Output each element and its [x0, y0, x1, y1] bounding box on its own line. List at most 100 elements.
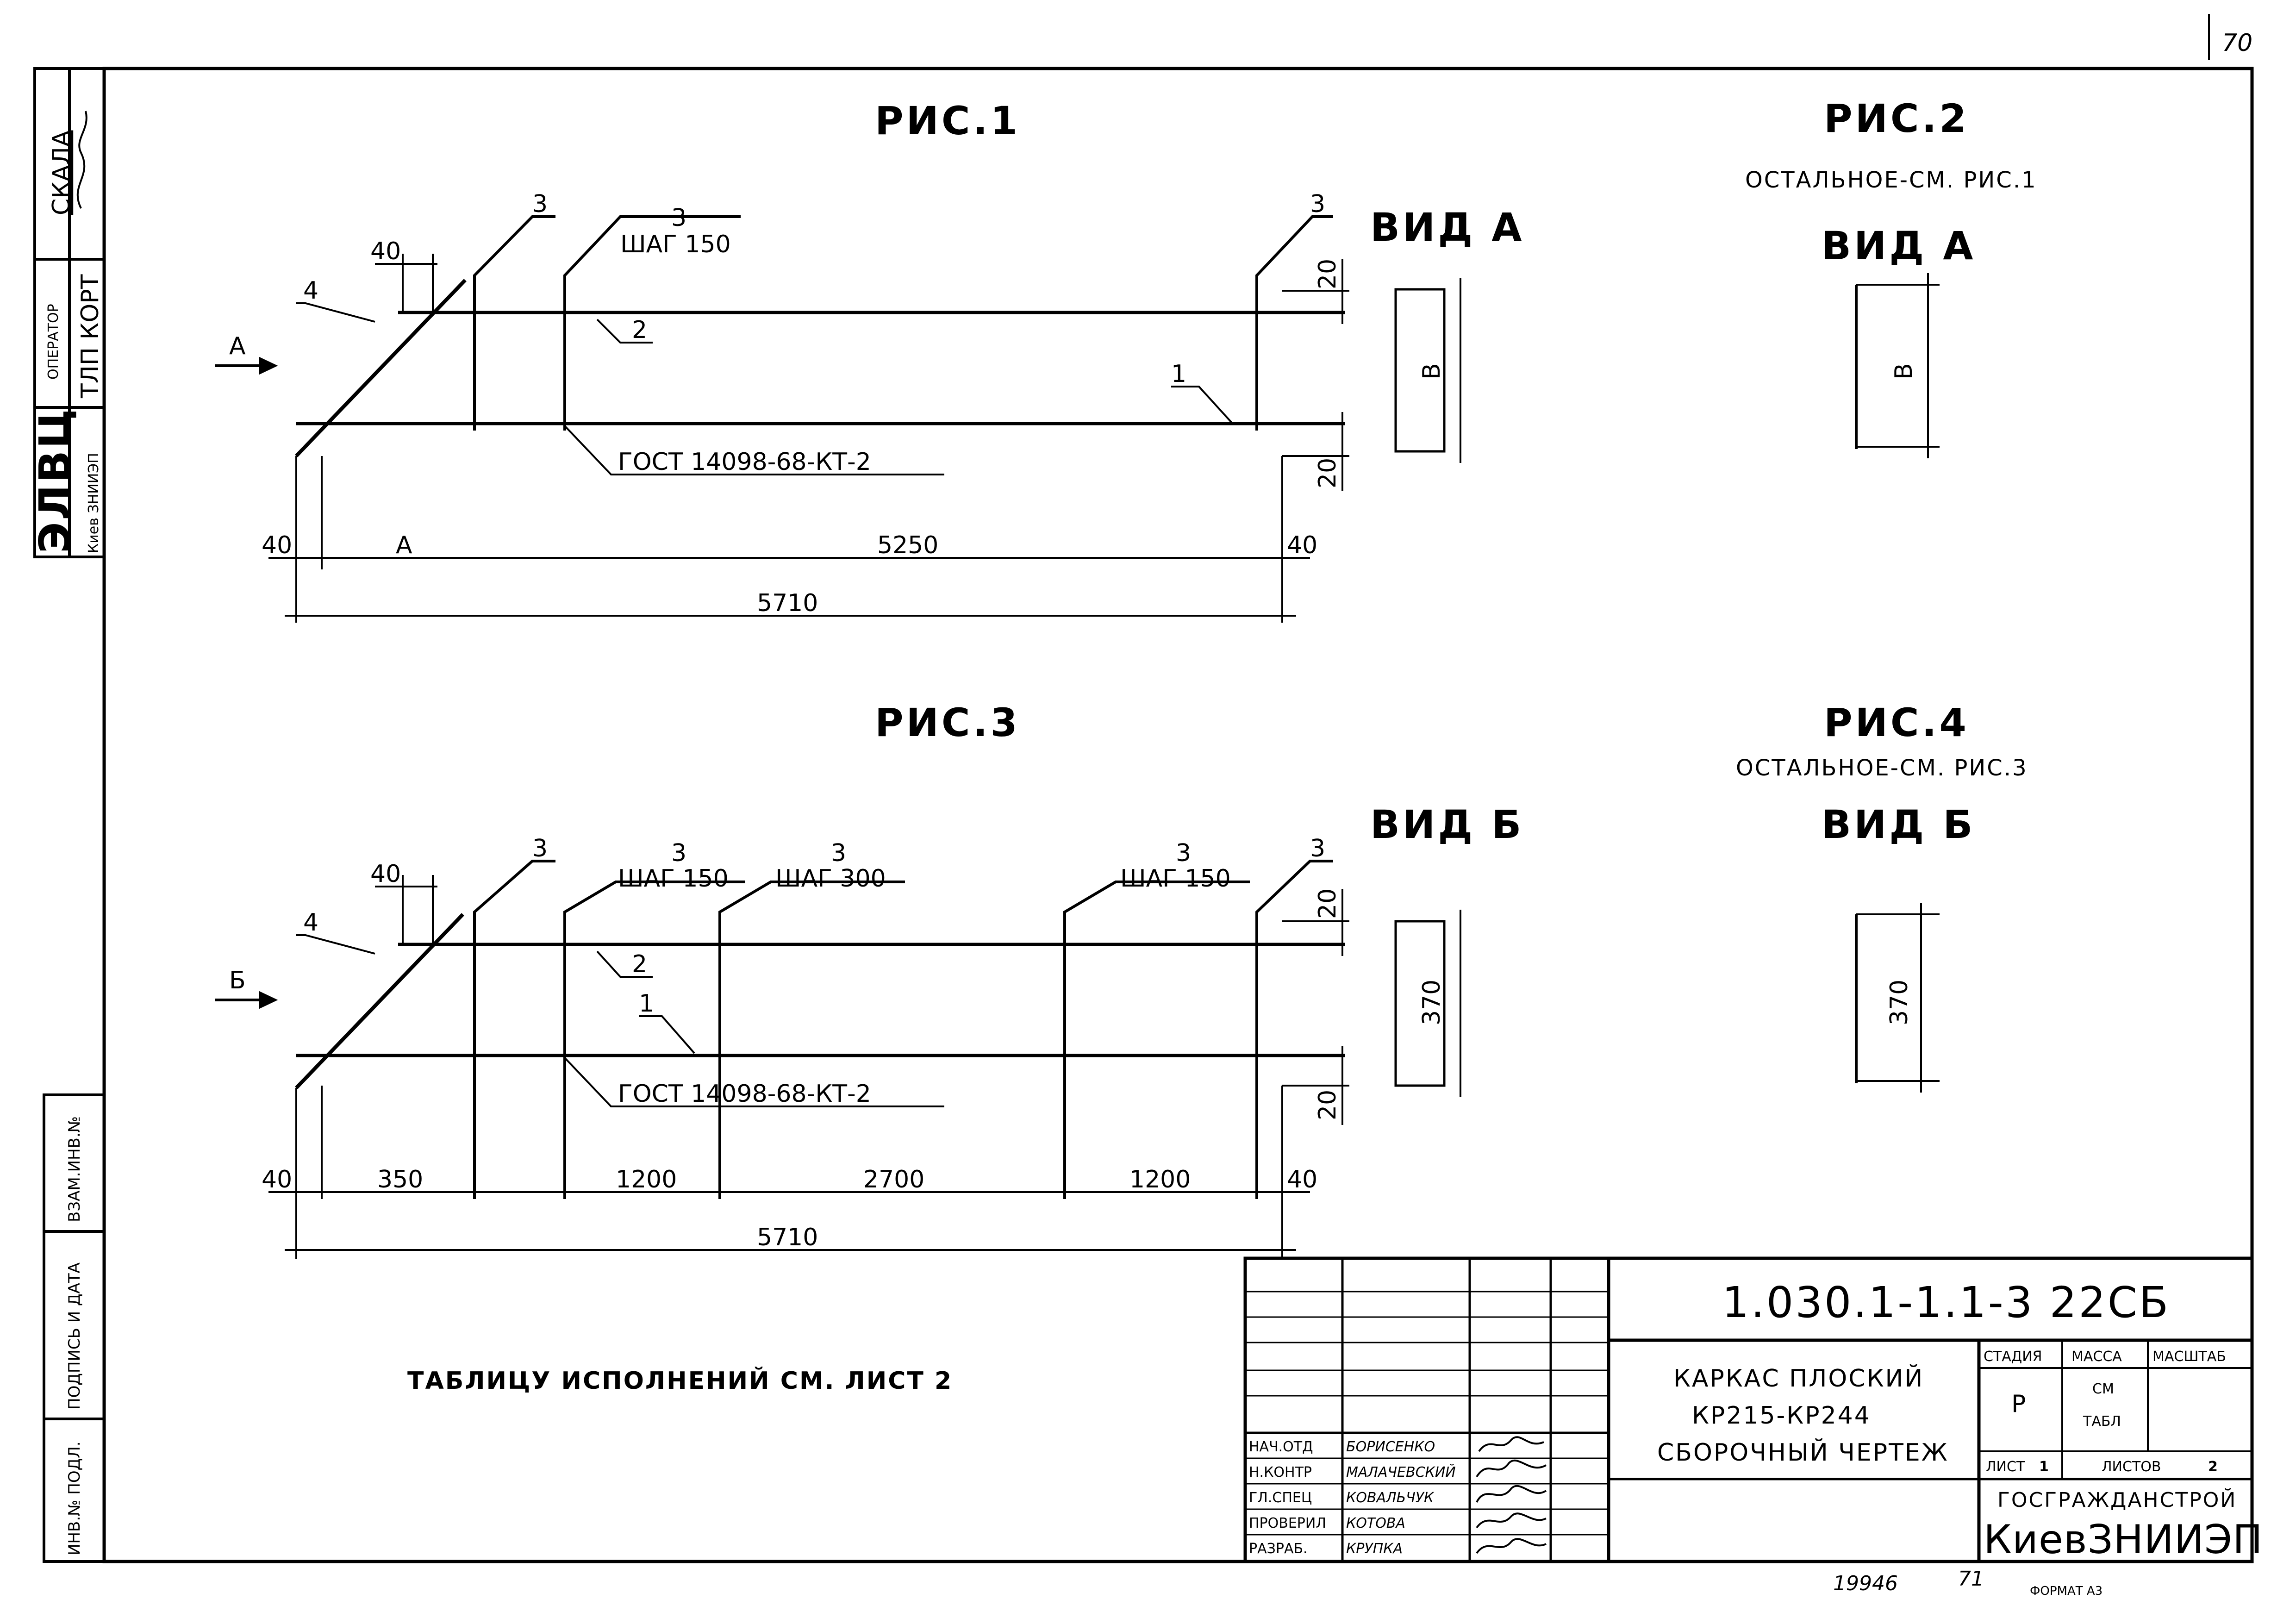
- title-massa-line1: СМ: [2092, 1381, 2114, 1397]
- side-org-sub: Киев ЗНИИЭП: [86, 453, 102, 553]
- fig3-view-label: ВИД Б: [1370, 802, 1524, 847]
- role-label: НАЧ.ОТД: [1249, 1439, 1313, 1455]
- side-operator-caption: ОПЕРАТОР: [45, 304, 62, 380]
- title-listov: 2: [2208, 1459, 2218, 1475]
- fig4-view-dim: 370: [1885, 980, 1913, 1025]
- role-name: МАЛАЧЕВСКИЙ: [1346, 1464, 1456, 1480]
- fig1-pos-3b: 3: [671, 204, 686, 232]
- fig1-pos-4: 4: [303, 277, 318, 305]
- fig3-dim-1200a: 1200: [616, 1166, 677, 1193]
- fig3-pitch-150a: ШАГ 150: [618, 865, 729, 893]
- role-name: КОТОВА: [1346, 1515, 1405, 1531]
- fig3-pos-3e: 3: [1310, 835, 1325, 862]
- fig4-view-label: ВИД Б: [1822, 802, 1975, 847]
- fig2-view-label: ВИД А: [1822, 223, 1976, 269]
- side-inv-podl: ИНВ.№ ПОДЛ.: [65, 1441, 84, 1555]
- fig1-pitch: ШАГ 150: [620, 231, 731, 258]
- fig3-drawing: [215, 860, 1461, 1259]
- signatures: [1476, 1436, 1547, 1554]
- fig1-view-dim: В: [1418, 363, 1446, 380]
- fig1-pos-3c: 3: [1310, 190, 1325, 218]
- title-massa-line2: ТАБЛ: [2083, 1413, 2121, 1430]
- title-name-line2: КР215-КР244: [1692, 1402, 1871, 1430]
- fig4-drawing: [1855, 903, 1940, 1093]
- fig2-drawing: [1855, 273, 1940, 458]
- fig1-dim-20-bot: 20: [1314, 458, 1341, 488]
- title-list-header: ЛИСТ: [1986, 1459, 2025, 1475]
- fig3-dim-40-top: 40: [370, 860, 401, 888]
- title-org2: КиевЗНИИЭП: [1984, 1517, 2263, 1563]
- side-operator: ТЛП КОРТ: [76, 274, 104, 399]
- side-org: ЭЛВЦ: [30, 407, 80, 553]
- title-org1: ГОСГРАЖДАНСТРОЙ: [1997, 1487, 2237, 1512]
- title-doc-code: 1.030.1-1.1-3 22СБ: [1722, 1278, 2170, 1327]
- fig2-view-dim: В: [1890, 363, 1918, 380]
- fig3-dim-2700: 2700: [863, 1166, 924, 1193]
- role-label: ПРОВЕРИЛ: [1249, 1515, 1326, 1531]
- side-podpis-data: ПОДПИСЬ И ДАТА: [65, 1262, 84, 1410]
- sheet-number: 71: [1958, 1567, 1984, 1591]
- role-label: Н.КОНТР: [1249, 1464, 1312, 1480]
- fig3-dim-40-left: 40: [262, 1166, 292, 1193]
- fig1-pos-3a: 3: [532, 190, 548, 218]
- fig4-title: РИС.4: [1824, 700, 1969, 745]
- title-massa-header: МАССА: [2071, 1349, 2122, 1365]
- side-stamp: [33, 67, 106, 1563]
- fig3-pos-1: 1: [639, 990, 654, 1018]
- fig1-dim-a: А: [396, 531, 412, 559]
- side-signature: [76, 111, 87, 209]
- title-list: 1: [2039, 1459, 2049, 1475]
- fig1-dim-20-top: 20: [1314, 259, 1341, 289]
- fig2-title: РИС.2: [1824, 96, 1969, 141]
- title-name-line1: КАРКАС ПЛОСКИЙ: [1673, 1364, 1924, 1393]
- role-name: КРУПКА: [1346, 1541, 1403, 1557]
- fig3-pitch-150b: ШАГ 150: [1120, 865, 1231, 893]
- fig1-title: РИС.1: [875, 98, 1020, 144]
- fig3-pos-3b: 3: [671, 839, 686, 867]
- title-listov-header: ЛИСТОВ: [2102, 1459, 2161, 1475]
- format-label: ФОРМАТ А3: [2030, 1584, 2103, 1598]
- fig3-pos-3c: 3: [831, 839, 846, 867]
- table-note: ТАБЛИЦУ ИСПОЛНЕНИЙ СМ. ЛИСТ 2: [407, 1367, 953, 1395]
- fig3-dim-20-bot: 20: [1314, 1090, 1341, 1120]
- side-skala: СКАЛА: [48, 130, 75, 215]
- fig3-pos-2: 2: [632, 950, 647, 978]
- role-name: КОВАЛЬЧУК: [1346, 1490, 1435, 1506]
- title-masshtab-header: МАСШТАБ: [2152, 1349, 2226, 1365]
- fig3-dim-40-right: 40: [1287, 1166, 1317, 1193]
- role-name: БОРИСЕНКО: [1346, 1439, 1435, 1455]
- title-stadia-header: СТАДИЯ: [1984, 1349, 2042, 1365]
- fig3-dim-total: 5710: [757, 1224, 818, 1251]
- fig1-dim-5250: 5250: [877, 531, 938, 559]
- fig3-dim-1200b: 1200: [1129, 1166, 1191, 1193]
- archive-number: 19946: [1833, 1572, 1898, 1595]
- fig3-dim-20-top: 20: [1314, 888, 1341, 919]
- fig3-gost: ГОСТ 14098-68-КТ-2: [618, 1080, 871, 1108]
- fig1-dim-40-top: 40: [370, 237, 401, 265]
- fig1-arrow-label: А: [229, 332, 246, 360]
- page-number: 70: [2222, 29, 2252, 57]
- fig1-gost: ГОСТ 14098-68-КТ-2: [618, 448, 871, 476]
- fig1-pos-2: 2: [632, 316, 647, 344]
- fig3-title: РИС.3: [875, 700, 1020, 745]
- role-label: ГЛ.СПЕЦ: [1249, 1490, 1312, 1506]
- fig3-arrow-label: Б: [229, 967, 246, 994]
- fig1-pos-1: 1: [1171, 360, 1186, 388]
- fig3-pos-4: 4: [303, 909, 318, 937]
- title-block-lines: [1243, 1256, 2254, 1563]
- fig2-note: ОСТАЛЬНОЕ-СМ. РИС.1: [1745, 167, 2037, 193]
- side-vzam-inv: ВЗАМ.ИНВ.№: [65, 1116, 84, 1222]
- title-name-line3: СБОРОЧНЫЙ ЧЕРТЕЖ: [1657, 1438, 1949, 1467]
- fig1-drawing: [215, 215, 1461, 623]
- fig1-dim-40-left: 40: [262, 531, 292, 559]
- fig3-pos-3a: 3: [532, 835, 548, 862]
- fig1-view-label: ВИД А: [1370, 205, 1524, 250]
- fig3-dim-350: 350: [377, 1166, 423, 1193]
- drawing-frame: [102, 67, 2254, 1563]
- title-stadia: Р: [2011, 1390, 2026, 1418]
- fig1-dim-total: 5710: [757, 589, 818, 617]
- fig3-view-dim: 370: [1418, 980, 1446, 1025]
- fig3-pitch-300: ШАГ 300: [775, 865, 886, 893]
- fig1-dim-40-right: 40: [1287, 531, 1317, 559]
